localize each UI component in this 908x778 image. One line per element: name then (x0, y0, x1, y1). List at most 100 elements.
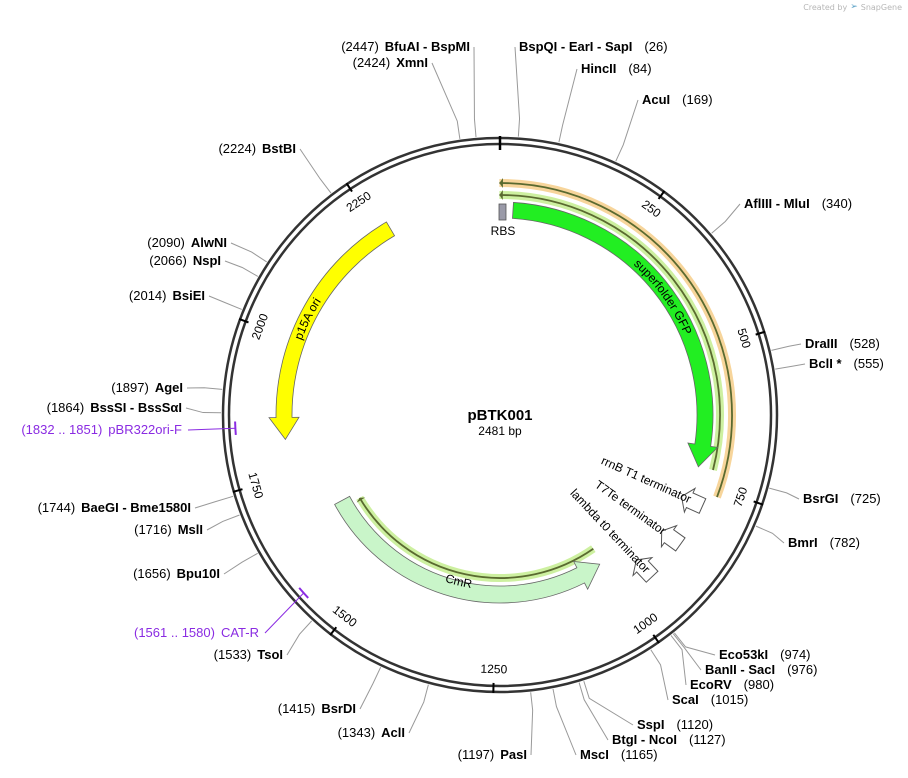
primer-label: (1832 .. 1851)pBR322ori-F (21, 422, 182, 437)
site-name: AclI (381, 725, 405, 740)
site-sspi[interactable]: SspI (1120) (583, 680, 713, 732)
site-label: EcoRV(980) (690, 677, 774, 692)
site-acli[interactable]: (1343)AclI (338, 684, 429, 740)
site-label: (2090)AlwNI (147, 235, 227, 250)
site-name: MslI (178, 522, 203, 537)
site-ecorv[interactable]: EcoRV(980) (670, 635, 774, 692)
site-afliii[interactable]: AflIII - MluI (340) (711, 196, 852, 234)
site-position: (980) (744, 677, 774, 692)
site-leader-line (583, 680, 634, 726)
site-bsrgi[interactable]: BsrGI(725) (769, 487, 881, 506)
site-msci[interactable]: MscI(1165) (552, 688, 658, 762)
ruler-tick-1750 (232, 488, 243, 493)
site-position: (2014) (129, 288, 167, 303)
site-label: (2424)XmnI (353, 55, 428, 70)
site-label: (2224)BstBI (218, 141, 296, 156)
site-bpu10i[interactable]: (1656)Bpu10I (133, 552, 258, 581)
site-label: SspI (1120) (637, 717, 713, 732)
site-bmri[interactable]: BmrI(782) (755, 525, 860, 550)
site-xmni[interactable]: (2424)XmnI (353, 55, 461, 139)
site-draiii[interactable]: DraIII (528) (771, 336, 880, 351)
site-baegi[interactable]: (1744)BaeGI - Bme1580I (38, 495, 234, 515)
site-acui[interactable]: AcuI(169) (615, 92, 713, 162)
terminator-arrow-t7te-terminator (660, 524, 686, 552)
ruler-tick-2000 (238, 318, 249, 324)
site-label: HincII(84) (581, 61, 652, 76)
site-pasi[interactable]: (1197)PasI (458, 692, 534, 762)
site-position: (2224) (218, 141, 256, 156)
site-name: TsoI (257, 647, 283, 662)
ruler-label-1000: 1000 (630, 610, 660, 637)
site-leader-line (673, 632, 716, 656)
site-position: (2066) (149, 253, 187, 268)
ruler-tick-1000 (652, 634, 660, 644)
site-leader-line (558, 68, 578, 143)
site-name: SspI (637, 717, 664, 732)
site-msli[interactable]: (1716) MslI (134, 514, 240, 537)
site-bsrdi[interactable]: (1415)BsrDI (278, 666, 382, 716)
primer-label: (1561 .. 1580)CAT-R (134, 625, 259, 640)
feature-p15a-ori (268, 221, 396, 441)
primer-name: pBR322ori-F (108, 422, 182, 437)
primer-pbr322ori-f[interactable]: (1832 .. 1851)pBR322ori-F (21, 421, 237, 438)
track-line-0 (499, 182, 733, 498)
plasmid-name: pBTK001 (467, 407, 532, 424)
site-alwni[interactable]: (2090)AlwNI (147, 235, 267, 263)
site-position: (2090) (147, 235, 185, 250)
site-scai[interactable]: ScaI (1015) (650, 649, 749, 707)
track-line-2 (358, 497, 594, 579)
site-name: BmrI (788, 535, 818, 550)
site-leader-line (223, 552, 258, 575)
site-bsssi[interactable]: (1864)BssSI - BssSαI (47, 400, 222, 415)
site-hincii[interactable]: HincII(84) (558, 61, 652, 143)
site-btgi[interactable]: BtgI - NcoI(1127) (578, 682, 726, 747)
site-name: BfuAI - BspMI (385, 39, 470, 54)
site-position: (1120) (676, 717, 713, 732)
site-label: (1533)TsoI (214, 647, 283, 662)
site-position: (528) (850, 336, 880, 351)
site-name: XmnI (396, 55, 428, 70)
site-leader-line (206, 514, 240, 531)
site-position: (2447) (341, 39, 379, 54)
ruler-label-2250: 2250 (344, 188, 374, 215)
site-leader-line (711, 203, 741, 234)
site-name: Eco53kI (719, 647, 768, 662)
site-position: (1716) (134, 522, 172, 537)
site-leader-line (769, 487, 800, 500)
site-bsiei[interactable]: (2014) BsiEI (129, 288, 242, 310)
site-name: BsiEI (172, 288, 205, 303)
site-tsoi[interactable]: (1533)TsoI (214, 620, 313, 662)
site-eco53ki[interactable]: Eco53kI(974) (673, 632, 811, 662)
site-label: (2014) BsiEI (129, 288, 205, 303)
site-name: DraIII (805, 336, 838, 351)
site-name: AflIII - MluI (744, 196, 810, 211)
site-label: (2447) BfuAI - BspMI (341, 39, 470, 54)
ruler-tick-1500 (329, 626, 338, 636)
site-position: (1864) (47, 400, 85, 415)
track-arrowhead-1 (499, 190, 503, 201)
primer-leader-line (187, 427, 236, 431)
site-position: (1165) (621, 747, 658, 762)
site-banii[interactable]: BanII - SacI(976) (672, 633, 817, 677)
site-position: (340) (822, 196, 852, 211)
site-agei[interactable]: (1897)AgeI (111, 380, 223, 395)
site-bfuai[interactable]: (2447) BfuAI - BspMI (341, 39, 477, 138)
site-label: DraIII (528) (805, 336, 880, 351)
site-bstbi[interactable]: (2224)BstBI (218, 141, 332, 194)
snapgene-credit: Created by ➢ SnapGene (803, 2, 902, 12)
feature-t7te-terminator (660, 524, 686, 552)
ruler-label-1250: 1250 (480, 662, 507, 677)
site-position: (84) (628, 61, 651, 76)
site-leader-line (578, 682, 609, 741)
track-arrowhead-2 (356, 497, 366, 503)
site-position: (1015) (711, 692, 749, 707)
feature-label-cmr: CmR (444, 571, 474, 591)
site-bcli[interactable]: BclI *(555) (775, 356, 884, 371)
site-nspi[interactable]: (2066)NspI (149, 253, 259, 277)
site-bspqi[interactable]: BspQI - EarI - SapI(26) (514, 39, 668, 137)
primer-cat-r[interactable]: (1561 .. 1580)CAT-R (134, 587, 309, 640)
primer-range: (1561 .. 1580) (134, 625, 215, 640)
site-name: ScaI (672, 692, 699, 707)
credit-text: Created by (803, 2, 848, 12)
